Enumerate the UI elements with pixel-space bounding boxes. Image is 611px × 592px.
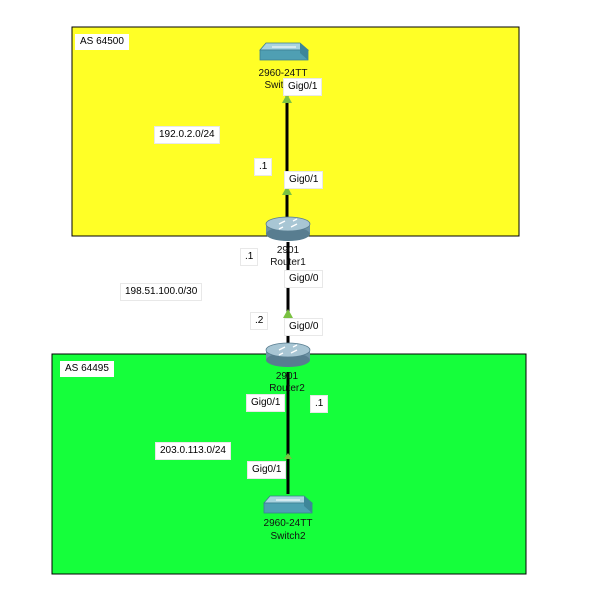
switch2-icon[interactable] (263, 495, 314, 514)
as-area-top[interactable] (71, 26, 520, 237)
router1-gig00-label: Gig0/0 (284, 270, 324, 288)
router2-model: 2901 (275, 371, 299, 382)
switch1-port-label: Gig0/1 (283, 78, 323, 96)
router1-host-label-top: .1 (254, 158, 273, 176)
router1-host-label-bottom: .1 (240, 248, 259, 266)
router2-host-label-top: .2 (250, 312, 269, 330)
router2-host-label-bottom: .1 (310, 395, 329, 413)
router1-model: 2901 (276, 245, 300, 256)
as-label-top: AS 64500 (75, 34, 129, 50)
switch2-name: Switch2 (270, 531, 306, 542)
as-label-bottom: AS 64495 (60, 361, 114, 377)
router2-gig01-label: Gig0/1 (246, 394, 286, 412)
link-up-arrow-router1-gig01 (282, 186, 292, 195)
link-up-arrow-switch2 (284, 453, 292, 459)
router1-name: Router1 (270, 257, 306, 268)
network-label-203: 203.0.113.0/24 (155, 442, 231, 460)
link-up-arrow-switch1 (282, 94, 292, 103)
router2-gig00-label: Gig0/0 (284, 318, 324, 336)
switch2-model: 2960-24TT (263, 518, 313, 529)
switch1-icon[interactable] (259, 42, 310, 61)
link-up-arrow-router2-gig00 (283, 309, 293, 318)
switch1-name: Switch1 (264, 80, 300, 91)
network-label-192: 192.0.2.0/24 (154, 126, 220, 144)
switch1-model: 2960-24TT (258, 68, 308, 79)
network-label-198: 198.51.100.0/30 (120, 283, 203, 301)
router2-name: Router2 (269, 383, 305, 394)
router1-icon[interactable] (265, 216, 311, 241)
switch2-port-label: Gig0/1 (247, 461, 287, 479)
router2-icon[interactable] (265, 342, 311, 367)
router1-gig01-label: Gig0/1 (284, 171, 324, 189)
